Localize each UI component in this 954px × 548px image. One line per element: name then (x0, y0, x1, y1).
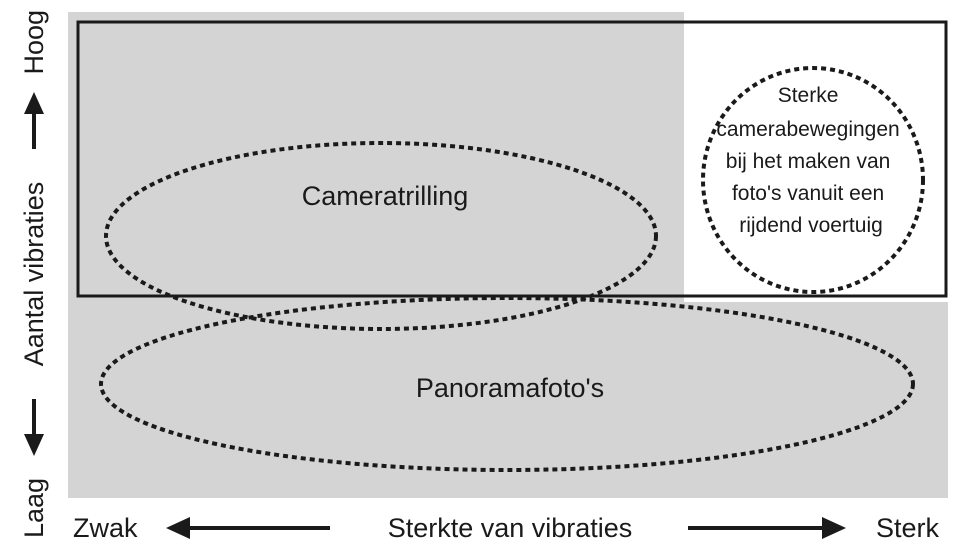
x-axis-left-arrow (166, 517, 330, 539)
y-axis: Laag Aantal vibraties Hoog (19, 10, 49, 538)
strong-motion-label: Sterke camerabewegingen bij het maken va… (716, 84, 905, 237)
x-axis-label: Sterkte van vibraties (388, 513, 633, 543)
x-axis-high-label: Sterk (876, 513, 940, 543)
y-axis-high-label: Hoog (19, 10, 49, 75)
y-axis-down-arrow (24, 399, 44, 456)
y-axis-up-arrow (24, 92, 44, 149)
strong-motion-line-1: Sterke (778, 84, 839, 107)
shaded-area-bottom (68, 302, 948, 498)
strong-motion-line-4: foto's vanuit een (732, 182, 884, 205)
camera-shake-label: Cameratrilling (302, 181, 469, 211)
panorama-label: Panoramafoto's (416, 373, 604, 403)
y-axis-low-label: Laag (19, 478, 49, 538)
high-frequency-frame (76, 20, 948, 298)
x-axis-right-arrow (688, 517, 846, 539)
shaded-area-top (68, 12, 684, 302)
strong-motion-line-3: bij het maken van (726, 150, 891, 173)
panorama-ellipse (99, 296, 915, 472)
x-axis-low-label: Zwak (73, 513, 138, 543)
strong-motion-line-5: rijdend voertuig (739, 214, 883, 237)
y-axis-label: Aantal vibraties (19, 182, 49, 367)
strong-motion-line-2: camerabewegingen (716, 118, 899, 141)
camera-shake-ellipse (104, 141, 658, 331)
strong-motion-circle (701, 66, 925, 294)
